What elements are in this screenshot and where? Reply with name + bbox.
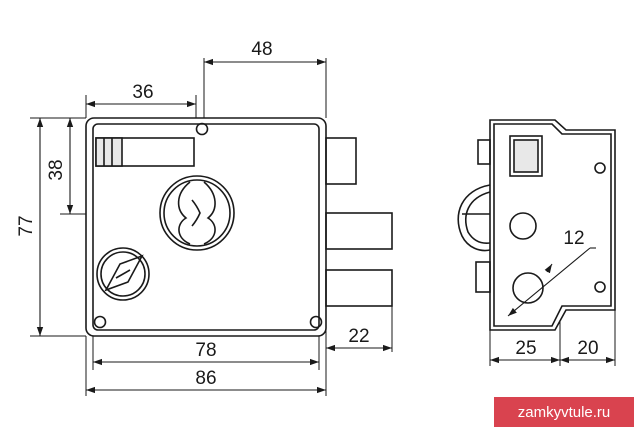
dim-label-25: 25 — [515, 338, 536, 359]
dim-label-22: 22 — [348, 326, 369, 347]
lock-body-side — [475, 119, 616, 331]
upper-hole-side — [509, 212, 537, 240]
lower-hole-side — [512, 272, 544, 304]
dim-label-78: 78 — [195, 340, 216, 361]
watermark-text: zamkyvtule.ru — [517, 403, 611, 421]
key-cylinder — [159, 175, 235, 251]
dim-line-12-tick — [544, 263, 553, 274]
screw-hole-side-bottom — [594, 281, 606, 293]
dim-label-77: 77 — [16, 215, 37, 236]
deadbolt-middle — [325, 212, 393, 250]
dim-label-38: 38 — [46, 159, 67, 180]
deadbolt-upper — [325, 137, 357, 185]
watermark-badge: zamkyvtule.ru — [494, 397, 634, 427]
dim-label-12: 12 — [563, 228, 584, 249]
screw-hole-bottom-right — [309, 315, 323, 329]
dim-line-12 — [507, 247, 591, 317]
latch-window-side — [509, 135, 543, 177]
deadbolt-lower — [325, 269, 393, 307]
key-cylinder-side — [457, 184, 491, 252]
latch-bar — [95, 137, 195, 167]
dim-label-36: 36 — [132, 82, 153, 103]
screw-hole-bottom-left — [93, 315, 107, 329]
screw-hole-side-top — [594, 162, 606, 174]
dim-label-48: 48 — [251, 39, 272, 60]
dim-label-20: 20 — [577, 338, 598, 359]
dim-label-86: 86 — [195, 368, 216, 389]
thumb-turn — [96, 247, 150, 301]
screw-hole-top — [195, 122, 209, 136]
